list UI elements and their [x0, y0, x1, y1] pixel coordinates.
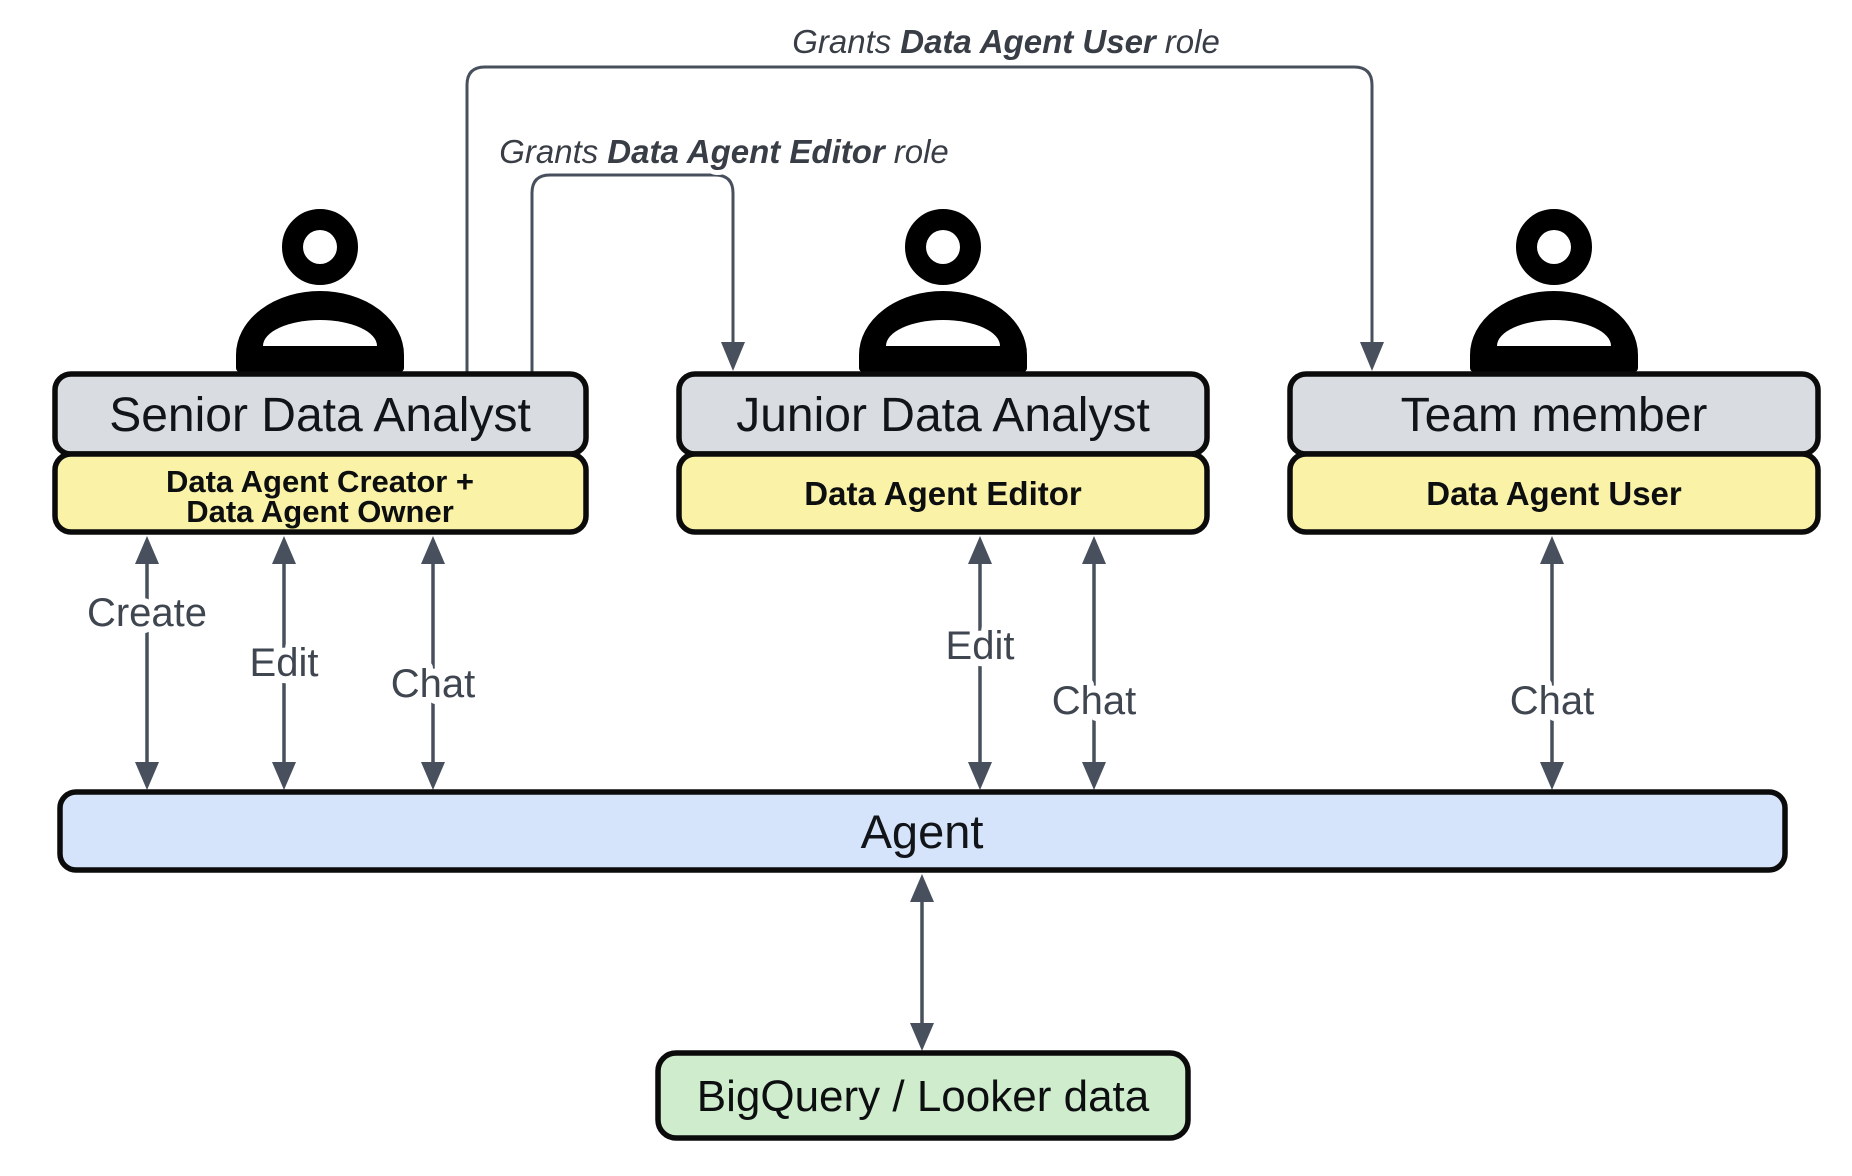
grant-user-connector-path: [465, 65, 1374, 372]
team-title: Team member: [1401, 389, 1708, 442]
senior-edit-label: Edit: [250, 641, 319, 685]
junior-chat-arrow: [1082, 536, 1106, 790]
senior-role-line2: Data Agent Owner: [186, 494, 454, 529]
datasource-box: [655, 1050, 1191, 1141]
grant-editor-arrowhead-icon: [721, 342, 745, 371]
junior-title: Junior Data Analyst: [736, 389, 1150, 442]
senior-create-label: Create: [87, 591, 207, 635]
grant-editor-connector-path: [530, 173, 735, 372]
agent-datasource-arrow: [910, 874, 934, 1051]
team-person-icon: [1470, 209, 1638, 372]
team-role-label: Data Agent User: [1426, 475, 1682, 512]
team-chat-label: Chat: [1510, 679, 1595, 723]
senior-chat-label: Chat: [391, 662, 476, 706]
junior-role-label: Data Agent Editor: [804, 475, 1082, 512]
junior-chat-label: Chat: [1052, 679, 1137, 723]
senior-create-arrow: [135, 536, 159, 790]
junior-edit-label: Edit: [946, 624, 1015, 668]
senior-title: Senior Data Analyst: [109, 389, 531, 442]
senior-chat-arrow: [421, 536, 445, 790]
team-chat-arrow: [1540, 536, 1564, 790]
senior-edit-arrow: [272, 536, 296, 790]
team-role-badge: [1287, 451, 1821, 535]
agent-bar: [57, 789, 1788, 873]
junior-edit-arrow: [968, 536, 992, 790]
junior-person-icon: [859, 209, 1027, 372]
senior-person-icon: [236, 209, 404, 372]
grant-user-arrowhead-icon: [1360, 342, 1384, 371]
datasource-label: BigQuery / Looker data: [697, 1072, 1150, 1121]
junior-role-badge: [676, 451, 1210, 535]
agent-label: Agent: [861, 805, 984, 858]
senior-role-badge: [52, 451, 589, 535]
senior-role-line1: Data Agent Creator +: [166, 464, 474, 499]
